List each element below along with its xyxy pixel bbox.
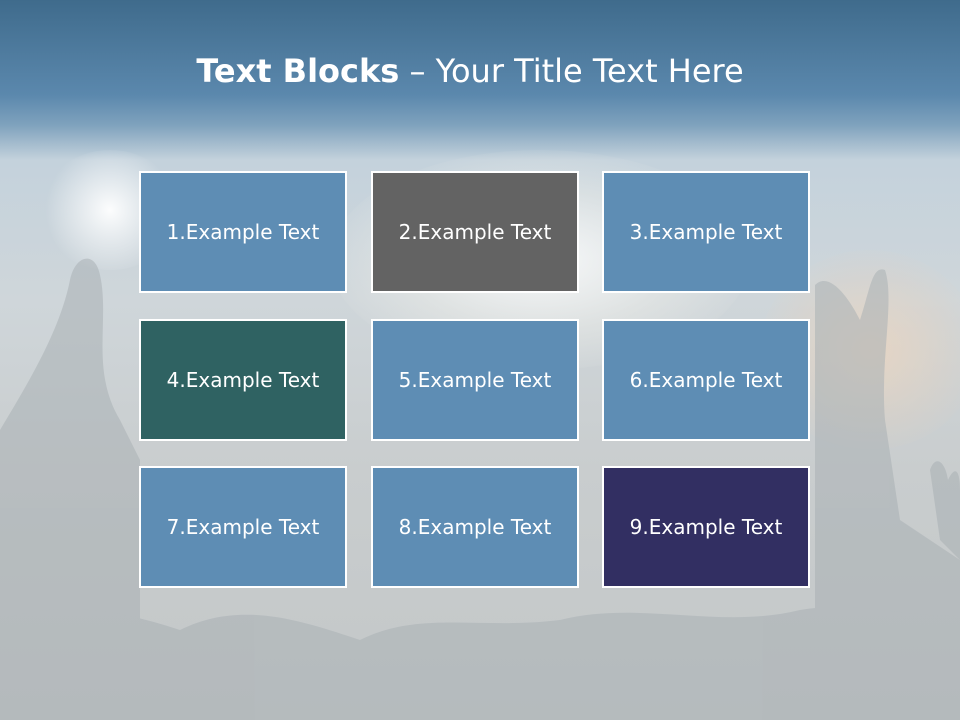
text-block-label: 3.Example Text bbox=[629, 220, 783, 244]
title-bold-text: Text Blocks bbox=[196, 52, 400, 90]
text-block-label: 2.Example Text bbox=[398, 220, 552, 244]
slide-title: Text Blocks – Your Title Text Here bbox=[0, 52, 940, 90]
text-block-label: 4.Example Text bbox=[166, 368, 320, 392]
text-block-label: 5.Example Text bbox=[398, 368, 552, 392]
text-block-label: 1.Example Text bbox=[166, 220, 320, 244]
title-rest-text: Your Title Text Here bbox=[435, 52, 744, 90]
text-block-9: 9.Example Text bbox=[602, 466, 810, 588]
text-block-3: 3.Example Text bbox=[602, 171, 810, 293]
title-separator: – bbox=[399, 52, 436, 90]
text-block-7: 7.Example Text bbox=[139, 466, 347, 588]
text-block-4: 4.Example Text bbox=[139, 319, 347, 441]
text-block-label: 6.Example Text bbox=[629, 368, 783, 392]
text-block-5: 5.Example Text bbox=[371, 319, 579, 441]
text-block-8: 8.Example Text bbox=[371, 466, 579, 588]
text-block-1: 1.Example Text bbox=[139, 171, 347, 293]
text-block-6: 6.Example Text bbox=[602, 319, 810, 441]
text-block-label: 8.Example Text bbox=[398, 515, 552, 539]
text-block-label: 9.Example Text bbox=[629, 515, 783, 539]
text-block-label: 7.Example Text bbox=[166, 515, 320, 539]
text-block-2: 2.Example Text bbox=[371, 171, 579, 293]
